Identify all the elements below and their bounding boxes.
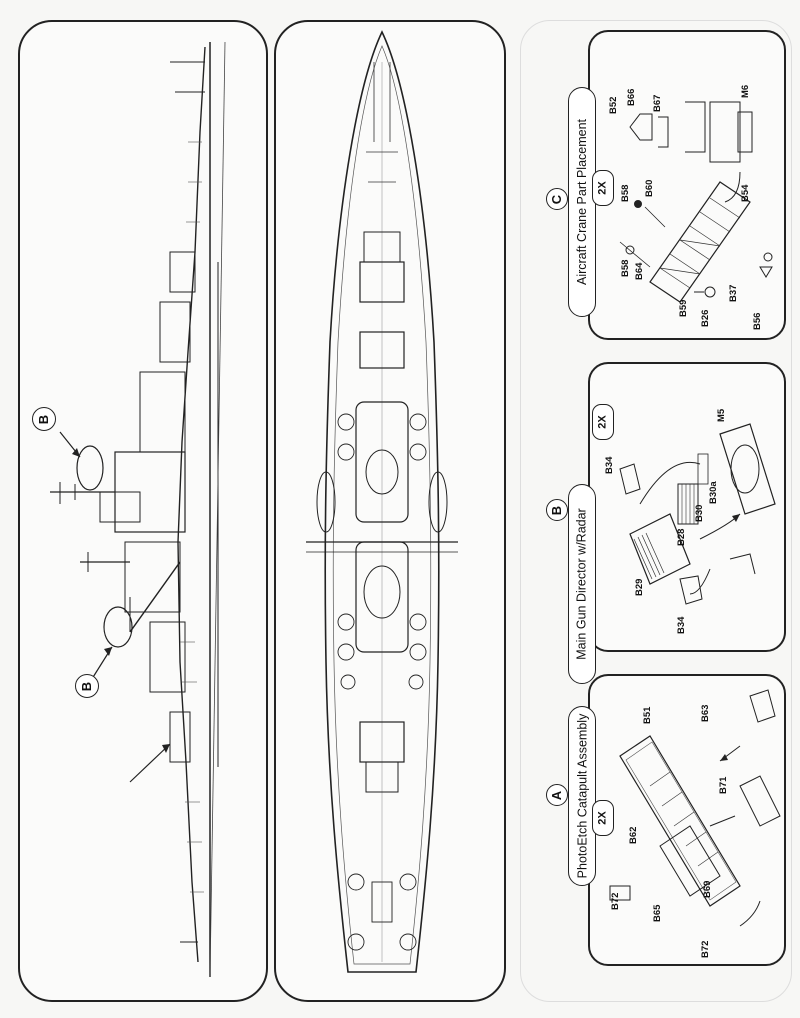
part-label: B54: [740, 184, 751, 202]
assembly-a-quantity: 2X: [592, 800, 614, 836]
part-label: B52: [608, 96, 619, 114]
assembly-a-title: PhotoEtch Catapult Assembly: [568, 706, 596, 886]
part-label: B67: [652, 94, 663, 112]
assembly-a-panel: PhotoEtch Catapult Assembly A 2X B63 B51…: [546, 674, 786, 966]
part-label: B58: [620, 184, 631, 202]
part-label: B58: [620, 259, 631, 277]
deck-plan-panel: [274, 20, 506, 1002]
assembly-c-letter: C: [546, 188, 568, 210]
part-label: B64: [634, 262, 645, 280]
side-profile-panel: B B: [18, 20, 268, 1002]
part-label: B72: [700, 940, 711, 958]
part-label: B30a: [708, 481, 719, 504]
assembly-a-letter: A: [546, 784, 568, 806]
part-label: B71: [718, 776, 729, 794]
assembly-c-panel: Aircraft Crane Part Placement C 2X B: [546, 30, 786, 340]
part-label: B59: [678, 299, 689, 317]
assembly-c-quantity: 2X: [592, 170, 614, 206]
callout-b-upper: B: [32, 407, 56, 431]
part-label: B72: [610, 892, 621, 910]
part-label: B62: [628, 826, 639, 844]
part-label: B56: [752, 312, 763, 330]
part-label: B26: [700, 309, 711, 327]
part-label: B37: [728, 284, 739, 302]
part-label: B34: [676, 616, 687, 634]
part-label: M6: [740, 84, 751, 98]
callout-b-lower: B: [75, 674, 99, 698]
assembly-c-title: Aircraft Crane Part Placement: [568, 87, 596, 317]
part-label: B51: [642, 706, 653, 724]
part-label: B30: [694, 504, 705, 522]
part-label: B34: [604, 456, 615, 474]
battleship-deck-plan-icon: [306, 30, 458, 973]
assembly-b-quantity: 2X: [592, 404, 614, 440]
assembly-column-frame: [520, 20, 792, 1002]
assembly-b-letter: B: [546, 499, 568, 521]
part-label: B63: [700, 704, 711, 722]
part-label: M5: [716, 408, 727, 422]
part-label: B60: [644, 179, 655, 197]
part-label: B66: [626, 88, 637, 106]
part-label: B69: [702, 880, 713, 898]
gun-director-exploded-view-icon: [619, 423, 776, 605]
part-label: B65: [652, 904, 663, 922]
part-label: B29: [634, 578, 645, 596]
catapult-exploded-view-icon: [609, 689, 781, 927]
assembly-b-title: Main Gun Director w/Radar: [568, 484, 596, 684]
battleship-side-profile-icon: [50, 41, 226, 978]
crane-exploded-view-icon: [619, 101, 773, 303]
part-label: B28: [676, 528, 687, 546]
assembly-b-panel: Main Gun Director w/Radar B 2X M5: [546, 362, 786, 684]
